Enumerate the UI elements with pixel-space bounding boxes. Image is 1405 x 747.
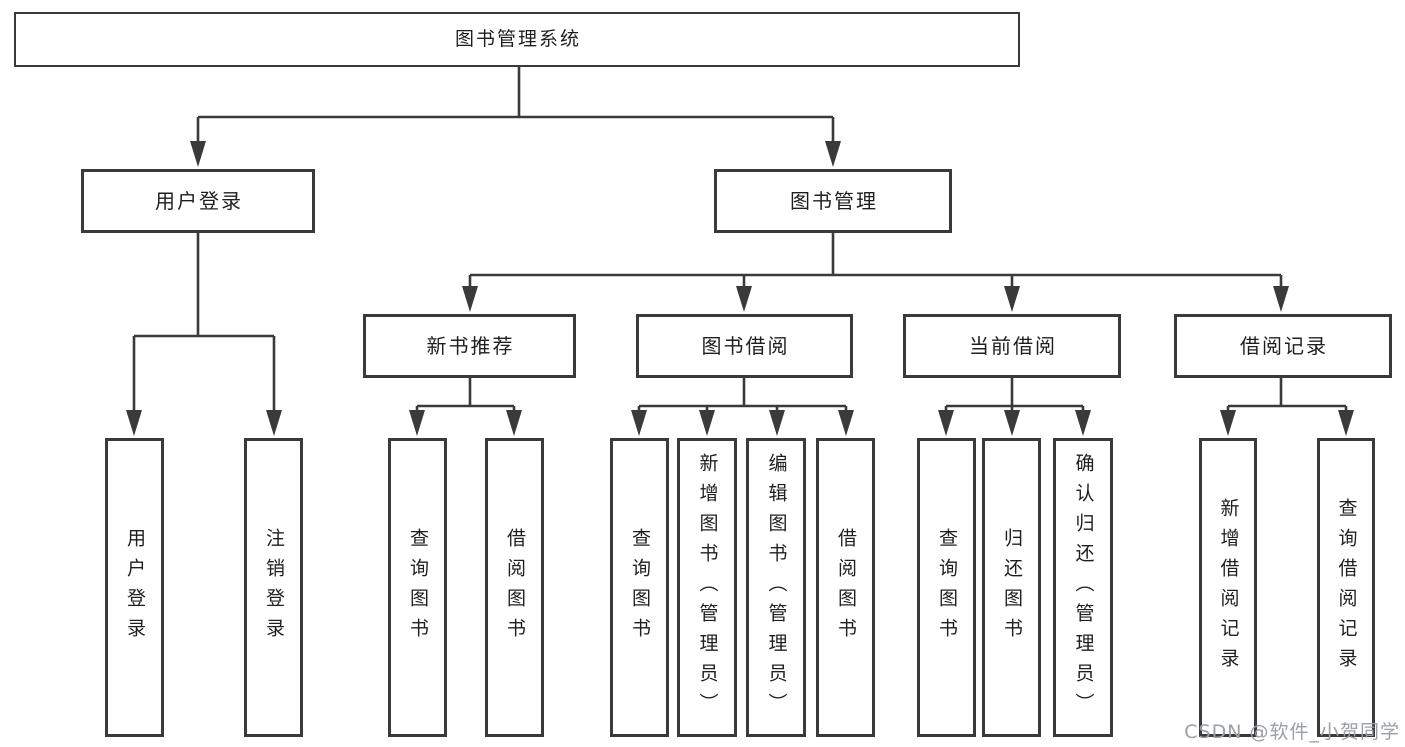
node-book-borrowing-label: 图书借阅	[701, 334, 790, 358]
arrowhead-icon	[266, 410, 282, 436]
node-leaf-br-add-record: 新增借阅记录	[1199, 438, 1257, 737]
node-current-borrowing: 当前借阅	[903, 314, 1121, 378]
node-leaf-logout-label: 注销登录	[263, 527, 285, 648]
node-user-login-label: 用户登录	[155, 189, 243, 213]
arrowhead-icon	[506, 410, 522, 436]
node-leaf-bb-query-books-label: 查询图书	[629, 527, 651, 648]
node-leaf-nr-borrow-books-label: 借阅图书	[504, 527, 526, 648]
node-user-login: 用户登录	[81, 169, 315, 233]
node-leaf-cb-query-books-label: 查询图书	[936, 527, 958, 648]
node-leaf-user-login-label: 用户登录	[124, 527, 146, 648]
node-new-book-recommend-label: 新书推荐	[426, 334, 515, 358]
node-book-management-label: 图书管理	[790, 189, 878, 213]
node-leaf-user-login: 用户登录	[105, 438, 164, 737]
connector-trunk-paths	[134, 67, 1346, 408]
arrowhead-icon	[1220, 410, 1236, 436]
node-borrowing-records-label: 借阅记录	[1240, 334, 1328, 358]
arrowhead-icon	[1075, 410, 1091, 436]
csdn-watermark: CSDN @软件_小贺同学	[1184, 721, 1400, 743]
node-leaf-bb-borrow-books-label: 借阅图书	[835, 527, 857, 648]
arrowhead-icon	[825, 141, 841, 167]
node-leaf-bb-borrow-books: 借阅图书	[816, 438, 875, 737]
node-borrowing-records: 借阅记录	[1174, 314, 1392, 378]
node-leaf-cb-return-books-label: 归还图书	[1001, 527, 1023, 648]
node-leaf-br-add-record-label: 新增借阅记录	[1217, 497, 1240, 678]
node-leaf-bb-add-books-admin: 新增图书（管理员）	[677, 438, 737, 737]
node-leaf-br-query-record: 查询借阅记录	[1317, 438, 1375, 737]
arrowhead-icon	[1004, 286, 1020, 312]
node-leaf-cb-confirm-return-admin: 确认归还（管理员）	[1053, 438, 1113, 737]
node-leaf-bb-add-books-admin-label: 新增图书（管理员）	[696, 452, 719, 723]
node-leaf-br-query-record-label: 查询借阅记录	[1335, 497, 1358, 678]
arrowhead-icon	[938, 410, 954, 436]
arrowhead-icon	[699, 410, 715, 436]
node-book-borrowing: 图书借阅	[636, 314, 853, 378]
node-root-label: 图书管理系统	[454, 28, 581, 50]
node-leaf-nr-query-books-label: 查询图书	[407, 527, 429, 648]
node-root: 图书管理系统	[14, 12, 1020, 67]
arrowhead-icon	[409, 410, 425, 436]
node-leaf-bb-edit-books-admin-label: 编辑图书（管理员）	[765, 452, 788, 723]
arrowhead-icon	[736, 286, 752, 312]
arrowhead-icon	[838, 410, 854, 436]
arrowhead-icon	[190, 141, 206, 167]
node-leaf-nr-query-books: 查询图书	[388, 438, 447, 737]
node-leaf-bb-edit-books-admin: 编辑图书（管理员）	[746, 438, 806, 737]
arrowhead-icon	[1273, 286, 1289, 312]
arrowhead-icon	[462, 286, 478, 312]
arrowhead-icon	[1004, 410, 1020, 436]
node-leaf-cb-return-books: 归还图书	[982, 438, 1041, 737]
arrowhead-icon	[126, 410, 142, 436]
node-new-book-recommend: 新书推荐	[363, 314, 576, 378]
arrowhead-icon	[631, 410, 647, 436]
node-leaf-cb-query-books: 查询图书	[917, 438, 976, 737]
node-leaf-nr-borrow-books: 借阅图书	[485, 438, 544, 737]
node-leaf-cb-confirm-return-admin-label: 确认归还（管理员）	[1072, 452, 1095, 723]
arrowhead-icon	[769, 410, 785, 436]
node-leaf-bb-query-books: 查询图书	[610, 438, 669, 737]
node-book-management: 图书管理	[714, 169, 952, 233]
node-leaf-logout: 注销登录	[244, 438, 303, 737]
arrowhead-icon	[1338, 410, 1354, 436]
node-current-borrowing-label: 当前借阅	[969, 334, 1057, 358]
